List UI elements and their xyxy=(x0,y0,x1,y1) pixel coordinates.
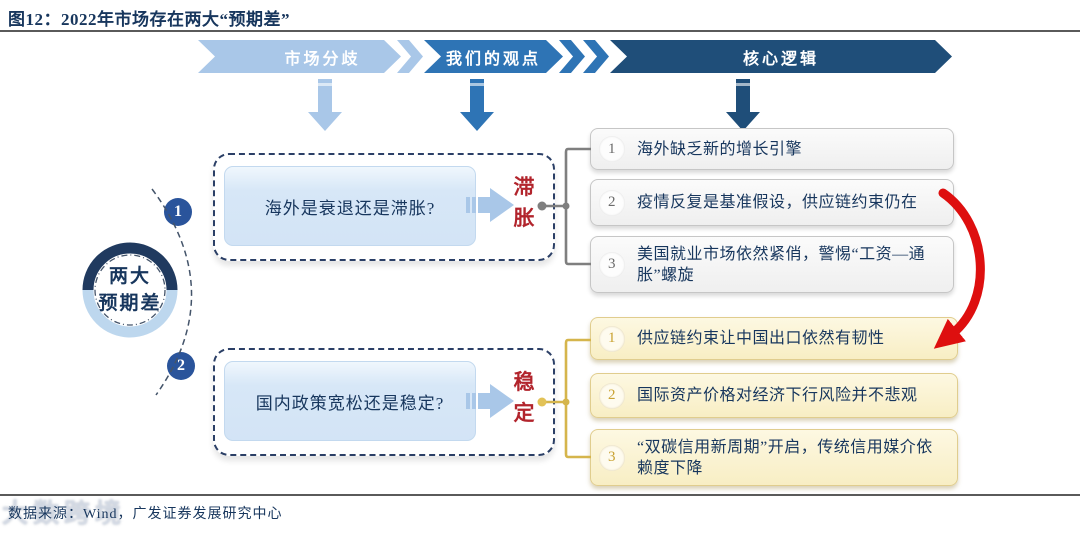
logic-item-domestic-1: 1 供应链约束让中国出口依然有韧性 xyxy=(590,317,958,360)
step-band-market-divergence: 市场分歧 xyxy=(198,40,401,73)
chevron-icon xyxy=(583,40,609,73)
step-band-core-logic: 核心逻辑 xyxy=(610,40,952,73)
item-number: 3 xyxy=(599,444,625,471)
badge-2: 2 xyxy=(167,352,195,380)
hub-label: 两大 预期差 xyxy=(75,263,185,317)
answer-char: 胀 xyxy=(513,206,535,230)
data-source: 数据来源：Wind，广发证券发展研究中心 xyxy=(8,507,283,522)
badge-1: 1 xyxy=(164,198,192,226)
down-arrow-icon xyxy=(308,79,342,131)
badge-2-number: 2 xyxy=(177,357,185,374)
item-text: 供应链约束让中国出口依然有韧性 xyxy=(637,330,885,347)
item-number: 1 xyxy=(599,325,625,352)
item-number: 1 xyxy=(599,136,625,162)
logic-item-overseas-2: 2 疫情反复是基准假设，供应链约束仍在 xyxy=(590,179,954,226)
down-arrow-icon xyxy=(726,79,760,131)
step-band-our-view: 我们的观点 xyxy=(424,40,563,73)
item-text: 国际资产价格对经济下行风险并不悲观 xyxy=(637,387,918,404)
item-text: 疫情反复是基准假设，供应链约束仍在 xyxy=(637,194,918,211)
logic-item-overseas-3: 3 美国就业市场依然紧俏，警惕“工资—通胀”螺旋 xyxy=(590,236,954,293)
item-number: 2 xyxy=(599,382,625,409)
hub-label-line2: 预期差 xyxy=(98,293,162,314)
item-text: 美国就业市场依然紧俏，警惕“工资—通胀”螺旋 xyxy=(637,245,926,284)
badge-1-number: 1 xyxy=(174,203,182,220)
hub-label-line1: 两大 xyxy=(108,266,151,287)
question-box-overseas: 海外是衰退还是滞胀? xyxy=(224,166,476,246)
bottom-divider xyxy=(0,494,1080,496)
answer-char: 滞 xyxy=(513,175,535,199)
answer-stagflation: 滞 胀 xyxy=(508,172,540,234)
junction-dot-gray xyxy=(562,202,570,210)
down-arrow-icon xyxy=(460,79,494,131)
logic-item-domestic-3: 3 “双碳信用新周期”开启，传统信用媒介依赖度下降 xyxy=(590,429,958,486)
step-label: 市场分歧 xyxy=(284,50,361,68)
question-text: 海外是衰退还是滞胀? xyxy=(264,198,436,218)
top-divider xyxy=(0,30,1080,32)
question-group-domestic: 国内政策宽松还是稳定? xyxy=(213,348,555,456)
question-text: 国内政策宽松还是稳定? xyxy=(255,393,445,413)
answer-char: 稳 xyxy=(513,370,535,394)
figure-title: 图12：2022年市场存在两大“预期差” xyxy=(8,10,290,29)
item-text: “双碳信用新周期”开启，传统信用媒介依赖度下降 xyxy=(637,438,933,477)
answer-stable: 稳 定 xyxy=(508,367,540,429)
item-number: 2 xyxy=(599,189,625,216)
item-number: 3 xyxy=(599,251,625,278)
answer-char: 定 xyxy=(513,401,535,425)
item-text: 海外缺乏新的增长引擎 xyxy=(637,140,803,158)
question-group-overseas: 海外是衰退还是滞胀? xyxy=(213,153,555,261)
right-arrow-icon xyxy=(466,188,514,222)
question-box-domestic: 国内政策宽松还是稳定? xyxy=(224,361,476,441)
logic-item-overseas-1: 1 海外缺乏新的增长引擎 xyxy=(590,128,954,170)
logic-item-domestic-2: 2 国际资产价格对经济下行风险并不悲观 xyxy=(590,373,958,418)
step-label: 我们的观点 xyxy=(445,50,541,68)
step-label: 核心逻辑 xyxy=(742,50,819,68)
junction-dot-gold xyxy=(562,398,570,406)
right-arrow-icon xyxy=(466,384,514,418)
